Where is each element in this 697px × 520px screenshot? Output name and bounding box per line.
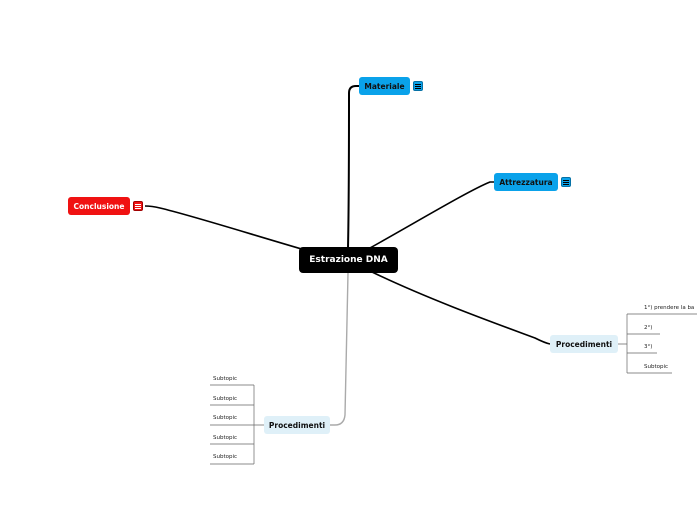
central-topic[interactable]: Estrazione DNA [299, 247, 398, 273]
bracket-right [618, 313, 697, 374]
subtopic-left-3[interactable]: Subtopic [213, 415, 238, 421]
note-icon[interactable] [133, 201, 143, 211]
connector-materiale [347, 85, 359, 249]
topic-attrezzatura[interactable]: Attrezzatura [494, 173, 558, 191]
bracket-left [210, 384, 264, 465]
subtopic-right-1[interactable]: 1°) prendere la ba [644, 305, 695, 311]
subtopic-left-2[interactable]: Subtopic [213, 396, 238, 402]
subtopic-left-5[interactable]: Subtopic [213, 454, 238, 460]
connector-procedimenti-left [330, 272, 349, 426]
subtopic-right-4[interactable]: Subtopic [644, 364, 669, 370]
subtopic-right-2[interactable]: 2°) [644, 325, 653, 331]
topic-materiale[interactable]: Materiale [359, 77, 410, 95]
subtopic-left-4[interactable]: Subtopic [213, 435, 238, 441]
connector-attrezzatura [369, 181, 494, 249]
topic-procedimenti-left[interactable]: Procedimenti [264, 416, 330, 434]
subtopic-left-1[interactable]: Subtopic [213, 376, 238, 382]
connector-procedimenti-right [371, 271, 551, 345]
connector-conclusione [144, 205, 306, 251]
subtopic-right-3[interactable]: 3°) [644, 344, 653, 350]
note-icon[interactable] [413, 81, 423, 91]
topic-procedimenti-right[interactable]: Procedimenti [550, 335, 618, 353]
note-icon[interactable] [561, 177, 571, 187]
topic-conclusione[interactable]: Conclusione [68, 197, 130, 215]
